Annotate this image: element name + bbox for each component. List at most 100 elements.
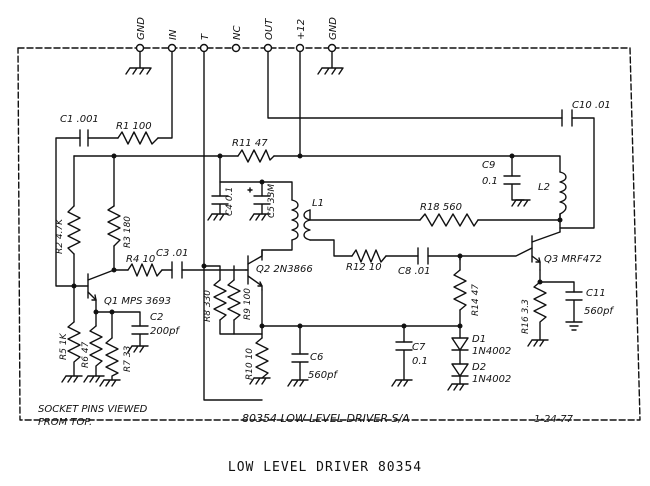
resistor-r7 <box>105 337 119 381</box>
label-c5: C5 33M <box>267 184 277 218</box>
label-c11: C11 <box>586 288 606 299</box>
resistor-r12 <box>351 249 387 263</box>
resistor-r5 <box>67 321 81 377</box>
board-outline <box>17 47 641 421</box>
pin-in <box>167 43 177 53</box>
label-c6v: 560pf <box>308 370 338 381</box>
component-labels: C1 .001 R1 100 C10 .01 R11 47 C9 0.1 L2 … <box>55 100 614 385</box>
capacitor-c4 <box>211 195 229 215</box>
pin-label-out: OUT <box>264 18 275 40</box>
label-r16: R16 3.3 <box>521 299 531 334</box>
inductors <box>291 171 567 241</box>
diode-d1 <box>451 337 469 365</box>
label-l2: L2 <box>538 182 550 193</box>
label-r10: R10 10 <box>245 348 255 380</box>
pin-gnd-2 <box>327 43 337 53</box>
label-r14: R14 47 <box>471 284 481 316</box>
socket-note-line2: FROM TOP. <box>38 417 92 428</box>
resistor-r11 <box>237 149 275 163</box>
resistor-r8 <box>213 279 227 321</box>
label-d2v: 1N4002 <box>472 374 511 385</box>
capacitor-c7 <box>395 341 413 381</box>
resistors <box>67 131 547 381</box>
label-c3: C3 .01 <box>156 248 188 259</box>
capacitor-c3 <box>171 261 183 279</box>
title-date: 1-24-77 <box>534 414 574 425</box>
pin-label-in: IN <box>168 29 179 40</box>
label-c9v: 0.1 <box>482 176 498 187</box>
label-c6: C6 <box>310 352 323 363</box>
transistor-q3 <box>531 231 561 271</box>
pin-label-nc: NC <box>232 26 243 40</box>
label-r6: R6 47 <box>81 341 91 368</box>
pin-12v <box>295 43 305 53</box>
label-c2: C2 <box>150 312 163 323</box>
label-r11: R11 47 <box>232 138 268 149</box>
label-r5: R5 1K <box>59 332 69 360</box>
label-c1: C1 .001 <box>60 114 99 125</box>
diodes <box>451 337 469 385</box>
label-c8: C8 .01 <box>398 266 430 277</box>
pin-label-12v: +12 <box>296 19 307 40</box>
label-r3: R3 180 <box>123 216 133 248</box>
label-r4: R4 10 <box>126 254 155 265</box>
label-l1: L1 <box>312 198 324 209</box>
socket-note-line1: SOCKET PINS VIEWED <box>38 404 148 415</box>
title-block: 80354 LOW LEVEL DRIVER S/A <box>242 412 410 425</box>
label-q1: Q1 MPS 3693 <box>104 296 171 307</box>
transistor-q1 <box>73 269 115 301</box>
inductor-l2 <box>559 171 567 215</box>
resistor-r1 <box>117 131 159 145</box>
label-r1: R1 100 <box>116 121 152 132</box>
resistor-r16 <box>533 281 547 341</box>
transistor-q2 <box>245 249 263 291</box>
transistors <box>73 231 561 301</box>
inductor-l1 <box>291 199 299 241</box>
resistor-r14 <box>453 269 467 311</box>
pin-out <box>263 43 273 53</box>
capacitor-c5 <box>247 187 271 215</box>
notes: SOCKET PINS VIEWED FROM TOP. 80354 LOW L… <box>38 404 574 428</box>
label-d1: D1 <box>472 334 486 345</box>
label-q3: Q3 MRF472 <box>544 254 602 265</box>
inductor-l1-secondary <box>303 209 311 241</box>
resistor-r3 <box>107 205 121 247</box>
resistor-r6 <box>89 325 103 377</box>
pin-label-gnd-2: GND <box>328 17 339 40</box>
resistor-r10 <box>255 337 269 379</box>
label-d2: D2 <box>472 362 486 373</box>
resistor-r2 <box>67 205 81 255</box>
ground-symbols <box>61 199 549 391</box>
label-c4: C4 0.1 <box>225 187 235 216</box>
label-c7v: 0.1 <box>412 356 428 367</box>
capacitor-c1 <box>79 129 89 147</box>
label-c11v: 560pf <box>584 306 614 317</box>
wiring <box>55 51 595 401</box>
label-c7: C7 <box>412 342 426 353</box>
label-c10: C10 .01 <box>572 100 611 111</box>
label-r7: R7 33 <box>123 345 133 372</box>
pin-label-t: T <box>200 33 211 40</box>
gnd-symbol-pin1 <box>125 51 152 75</box>
resistor-r9 <box>227 279 241 321</box>
capacitor-c6 <box>291 353 309 381</box>
capacitor-c9 <box>503 175 525 201</box>
figure-caption: LOW LEVEL DRIVER 80354 <box>227 460 423 475</box>
resistor-r4 <box>127 263 163 277</box>
pin-t <box>199 43 209 53</box>
diode-d2 <box>451 363 469 385</box>
label-r12: R12 10 <box>346 262 382 273</box>
capacitors <box>79 109 583 381</box>
pin-gnd-1 <box>135 43 145 53</box>
label-c9: C9 <box>482 160 495 171</box>
label-r2: R2 4.7K <box>55 218 65 254</box>
capacitor-c10 <box>561 109 573 127</box>
socket-pins: GND IN T NC OUT +12 GND <box>125 17 344 75</box>
gnd-symbol-pin7 <box>317 51 344 75</box>
label-r18: R18 560 <box>420 202 462 213</box>
resistor-r18 <box>419 213 479 227</box>
pin-label-gnd-1: GND <box>136 17 147 40</box>
capacitor-c2 <box>131 325 149 347</box>
label-c2v: 200pf <box>150 326 180 337</box>
